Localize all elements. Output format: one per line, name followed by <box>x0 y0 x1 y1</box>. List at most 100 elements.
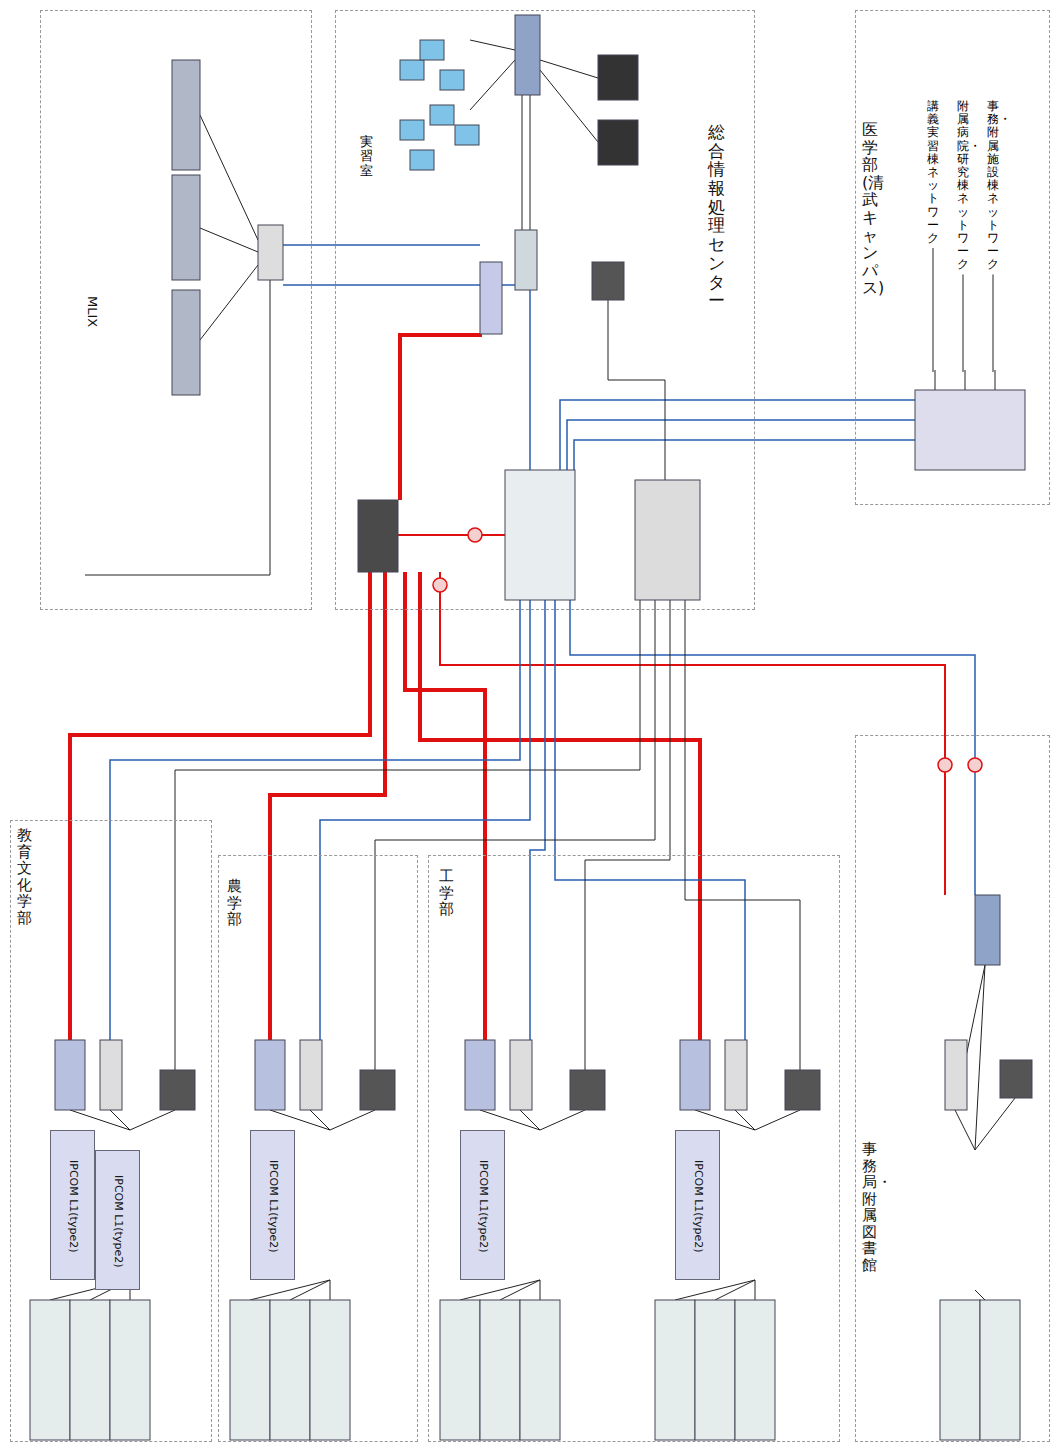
local-link <box>500 1280 540 1300</box>
red-link <box>440 572 945 895</box>
local-link <box>270 1110 330 1130</box>
local-link <box>755 1110 800 1130</box>
black-link <box>522 95 523 230</box>
core-switch <box>358 500 398 572</box>
server <box>598 55 638 100</box>
ipcom-device: IPCOM L1(type2) <box>50 1130 95 1280</box>
local-link <box>955 1110 975 1150</box>
leader-line <box>995 370 996 390</box>
small-device <box>360 1070 395 1110</box>
region-title: MLIX <box>85 296 100 327</box>
pc-monitor <box>455 125 479 145</box>
site-region: 農学部 IPCOM L1(type2) <box>218 855 418 1442</box>
device-label: IPCOM L1(type2) <box>67 1160 80 1253</box>
server <box>598 120 638 165</box>
site-region: 医学部(清武キャンパス) <box>855 10 1050 505</box>
black-link <box>200 228 258 252</box>
region-title: 工学部 <box>439 868 454 918</box>
local-link <box>755 1280 756 1300</box>
local-link <box>975 965 985 1150</box>
red-trunk <box>400 335 482 500</box>
room-label: 実習室 <box>360 135 373 178</box>
blue-link <box>555 600 745 1040</box>
network-label: 附属病院・研究棟ネットワーク <box>957 100 969 271</box>
server-rack <box>110 1300 150 1440</box>
region-title: 事務局・附属図書館 <box>862 1141 877 1273</box>
black-link <box>85 280 270 575</box>
red-trunk <box>70 572 370 1040</box>
server-rack <box>735 1300 775 1440</box>
region-title: 農学部 <box>227 878 242 928</box>
local-link <box>290 1280 330 1300</box>
local-link <box>540 1110 585 1130</box>
local-link <box>735 1110 755 1130</box>
red-link <box>398 534 505 536</box>
blue-link <box>283 244 480 246</box>
small-device <box>1000 1060 1032 1098</box>
cabinet <box>635 480 700 600</box>
switch <box>510 1040 532 1110</box>
server-rack <box>520 1300 560 1440</box>
switch <box>300 1040 322 1110</box>
server-rack <box>980 1300 1020 1440</box>
router <box>255 1040 285 1110</box>
chassis-switch <box>505 470 575 600</box>
local-link <box>130 1110 175 1130</box>
leader-line <box>965 370 966 390</box>
ipcom-device: IPCOM L1(type2) <box>460 1130 505 1280</box>
red-trunk <box>405 572 485 1040</box>
chassis-switch <box>915 390 1025 470</box>
hub <box>258 225 283 280</box>
local-link <box>250 1280 330 1300</box>
small-device <box>592 262 624 300</box>
switch <box>515 15 540 95</box>
site-region: 工学部 IPCOM L1(type2) IPCOM L1(type2) <box>428 855 840 1442</box>
black-link <box>540 60 598 78</box>
router <box>465 1040 495 1110</box>
network-label: 講義実習棟ネットワーク <box>927 100 939 245</box>
device-label: IPCOM L1(type2) <box>112 1175 125 1268</box>
router <box>480 262 502 334</box>
server <box>172 175 200 280</box>
server-rack <box>440 1300 480 1440</box>
router <box>680 1040 710 1110</box>
pc-monitor <box>400 120 424 140</box>
pc-monitor <box>420 40 444 60</box>
ipcom-device: IPCOM L1(type2) <box>250 1130 295 1280</box>
black-link <box>200 265 258 340</box>
blue-link <box>574 440 915 470</box>
device-label: IPCOM L1(type2) <box>267 1160 280 1253</box>
leader-line <box>993 274 994 372</box>
server-rack <box>695 1300 735 1440</box>
local-link <box>330 1280 331 1300</box>
local-link <box>675 1280 755 1300</box>
link-marker <box>433 578 447 592</box>
small-device <box>785 1070 820 1110</box>
link-marker <box>968 758 982 772</box>
local-link <box>715 1280 755 1300</box>
red-trunk <box>420 572 700 1040</box>
local-link <box>695 1110 755 1130</box>
local-link <box>540 1280 541 1300</box>
server-rack <box>30 1300 70 1440</box>
server-rack <box>310 1300 350 1440</box>
ipcom-device: IPCOM L1(type2) <box>675 1130 720 1280</box>
site-region: MLIX <box>40 10 312 610</box>
local-link <box>460 1280 540 1300</box>
black-link <box>375 600 655 1070</box>
router <box>55 1040 85 1110</box>
region-title: 医学部(清武キャンパス) <box>862 121 878 297</box>
region-title: 教育文化学部 <box>17 827 32 926</box>
pc-monitor <box>410 150 434 170</box>
black-link <box>608 300 665 480</box>
blue-link <box>529 290 531 470</box>
leader-line <box>935 370 936 390</box>
server-rack <box>655 1300 695 1440</box>
pc-monitor <box>430 105 454 125</box>
local-link <box>70 1110 130 1130</box>
leader-line <box>963 274 964 372</box>
blue-link <box>567 420 915 470</box>
server-rack <box>230 1300 270 1440</box>
switch <box>945 1040 967 1110</box>
black-link <box>585 600 670 1070</box>
